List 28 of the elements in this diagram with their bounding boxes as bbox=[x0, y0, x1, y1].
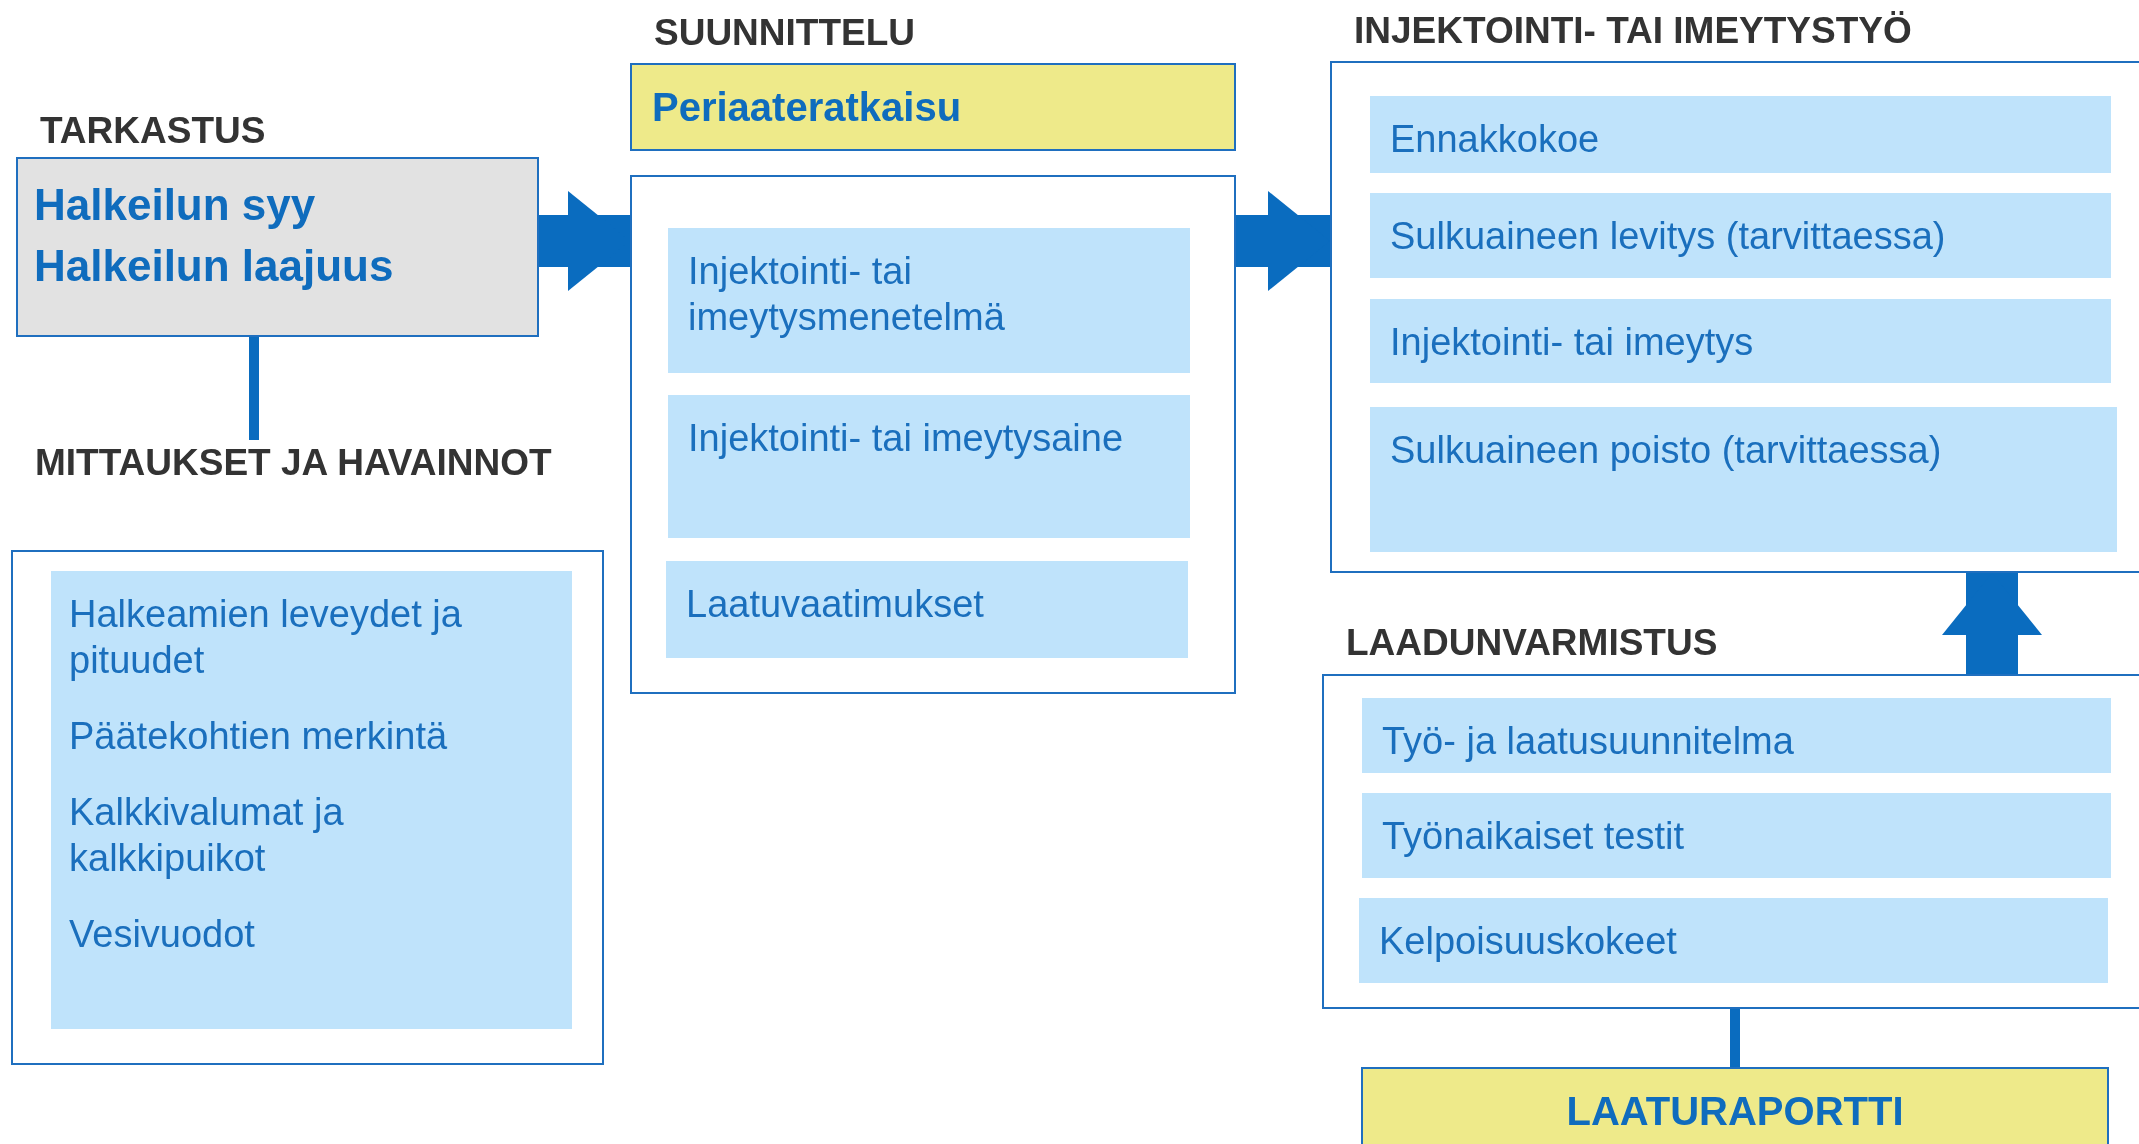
list-item-text: Päätekohtien merkintä bbox=[69, 714, 449, 759]
list-item-text: Työnaikaiset testit bbox=[1382, 814, 1686, 859]
list-item-text: Halkeamien leveydet ja pituudet bbox=[69, 592, 463, 683]
solution-text: Periaateratkaisu bbox=[652, 84, 963, 131]
connector-line bbox=[539, 191, 630, 291]
list-item-text: Injektointi- tai imeytysmenetelmä bbox=[688, 249, 1006, 340]
section-heading: TARKASTUS bbox=[40, 109, 266, 153]
list-item-text: Sulkuaineen poisto (tarvittaessa) bbox=[1390, 428, 1943, 473]
connector-line bbox=[1942, 573, 2042, 674]
list-item-text: Injektointi- tai imeytysaine bbox=[688, 416, 1125, 461]
connector-line bbox=[249, 337, 259, 440]
cause-text: Halkeilun laajuus bbox=[34, 239, 395, 292]
report-text: LAATURAPORTTI bbox=[1566, 1088, 1904, 1135]
list-item-text: Sulkuaineen levitys (tarvittaessa) bbox=[1390, 214, 1947, 259]
section-heading: LAADUNVARMISTUS bbox=[1346, 621, 1718, 665]
list-item-text: Työ- ja laatusuunnitelma bbox=[1382, 719, 1795, 764]
section-heading: MITTAUKSET JA HAVAINNOT bbox=[35, 441, 552, 485]
section-heading: SUUNNITTELU bbox=[654, 11, 916, 55]
list-item-text: Laatuvaatimukset bbox=[686, 582, 985, 627]
list-item-text: Vesivuodot bbox=[69, 912, 256, 957]
list-item-text: Ennakkokoe bbox=[1390, 117, 1601, 162]
list-item-text: Kalkkivalumat ja kalkkipuikot bbox=[69, 790, 345, 881]
section-heading: INJEKTOINTI- TAI IMEYTYSTYÖ bbox=[1354, 9, 1912, 53]
list-item-text: Kelpoisuuskokeet bbox=[1379, 919, 1678, 964]
connector-line bbox=[1236, 191, 1330, 291]
cause-text: Halkeilun syy bbox=[34, 179, 317, 231]
list-item-text: Injektointi- tai imeytys bbox=[1390, 320, 1755, 365]
connector-line bbox=[1730, 1009, 1740, 1067]
